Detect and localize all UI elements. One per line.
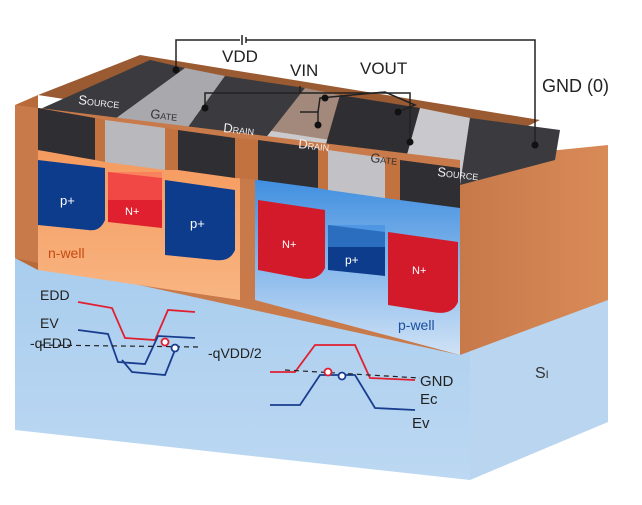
n-plus-label-2: N+ — [282, 239, 296, 251]
p-plus-glow — [328, 225, 385, 247]
n-plus-region-3 — [388, 232, 458, 313]
gnd-terminal-label: GND (0) — [542, 76, 609, 96]
p-plus-label-2: p+ — [190, 216, 205, 231]
si-label: Si — [535, 365, 549, 382]
vdd-wire — [175, 39, 240, 70]
band-left-ev-label: EV — [40, 315, 59, 331]
vin-wire — [204, 92, 411, 142]
gnd-wire — [246, 39, 536, 145]
band-left-qedd-label: -qEDD — [30, 335, 72, 351]
vdd-label: VDD — [222, 47, 258, 66]
n-plus-label-3: N+ — [412, 265, 426, 277]
vout-wire-2 — [317, 91, 417, 113]
band-right-gnd-label: GND — [420, 373, 454, 390]
band-right-ev-label: Ev — [412, 415, 430, 432]
vin-label: VIN — [290, 61, 318, 80]
gate-left-label: Gate — [150, 106, 178, 124]
p-plus-label-1: p+ — [60, 193, 75, 208]
p-plus-label-3: p+ — [345, 253, 359, 267]
band-diagram-right — [270, 344, 421, 411]
band-right-ec-label: Ec — [420, 391, 438, 408]
block-right-face — [460, 145, 608, 355]
band-right-qvdd-label: -qVDD/2 — [208, 345, 262, 361]
contact-dots — [172, 66, 539, 149]
gate-right-label: Gate — [370, 150, 398, 168]
doped-regions — [38, 160, 458, 313]
band-diagram-left — [39, 301, 201, 376]
band-left-edd-label: EDD — [40, 287, 70, 303]
p-plus-region-1 — [38, 160, 105, 231]
p-plus-region-2 — [165, 180, 235, 261]
drain-right-label: Drain — [298, 136, 330, 154]
source-right-label: Source — [437, 164, 480, 183]
text-labels: VDD VIN VOUT GND (0) Source Gate Drain D… — [30, 47, 609, 432]
source-left-label: Source — [78, 92, 121, 111]
circuit-wires — [175, 35, 536, 145]
n-well-label: n-well — [48, 245, 85, 261]
n-plus-label-1: N+ — [125, 206, 139, 218]
n-plus-region-2 — [258, 200, 325, 279]
p-well-label: p-well — [398, 317, 435, 333]
drain-left-label: Drain — [223, 120, 255, 138]
vout-label: VOUT — [360, 59, 407, 78]
n-plus-glow — [108, 172, 162, 200]
